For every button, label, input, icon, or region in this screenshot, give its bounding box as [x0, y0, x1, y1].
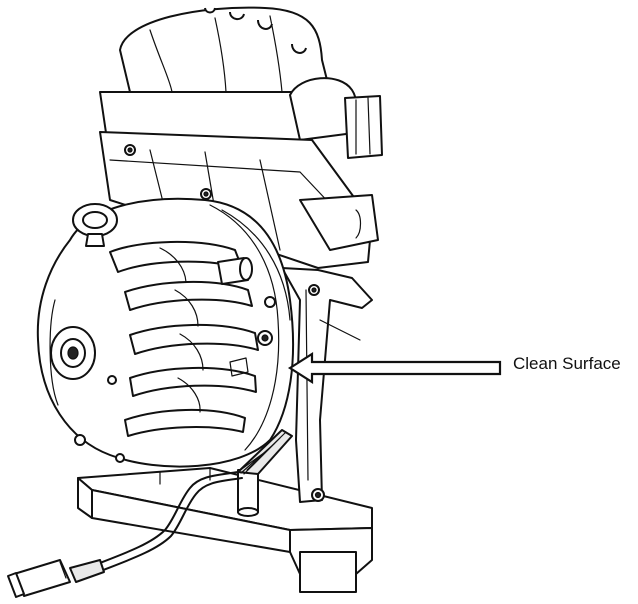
upper-manifold [99, 6, 383, 269]
support-post [237, 469, 259, 517]
mounting-bracket [77, 467, 373, 593]
frame-bracket [281, 267, 373, 503]
manifold-top-rim [204, 7, 307, 54]
cable-assembly [7, 429, 293, 598]
callout-label: Clean Surface [513, 354, 621, 373]
callout-arrow [287, 351, 502, 385]
lifting-eye [72, 203, 118, 247]
cooling-fins [109, 241, 259, 437]
fasteners [74, 144, 276, 463]
